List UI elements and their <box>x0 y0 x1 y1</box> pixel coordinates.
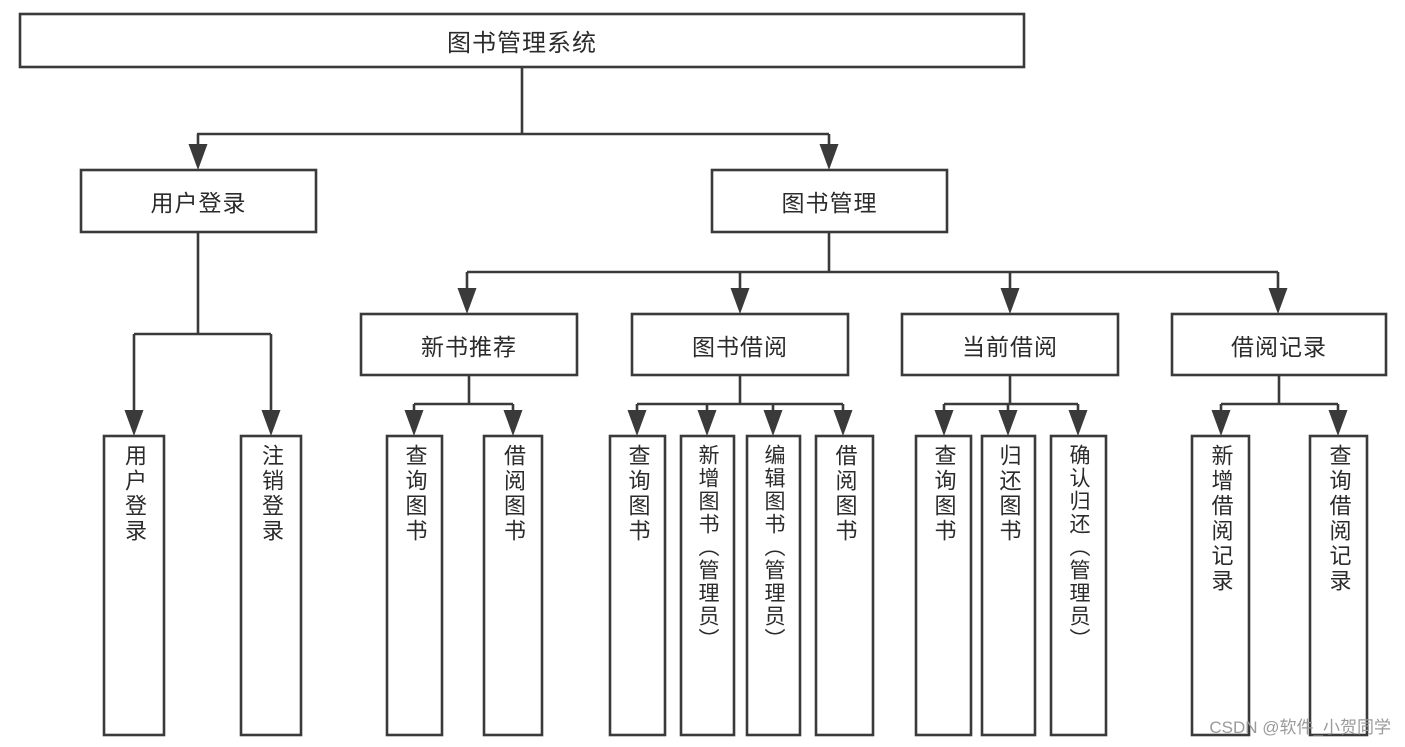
arrow-to-leaf-borrow-book-1 <box>503 410 523 436</box>
arrowheads-layer <box>124 144 1348 436</box>
node-box-leaf_query_record[interactable] <box>1308 434 1369 737</box>
node-box-user_login[interactable] <box>79 168 318 234</box>
node-box-leaf_query_book_1[interactable] <box>385 434 444 737</box>
arrow-to-user-login <box>188 144 208 170</box>
node-box-leaf_return_book[interactable] <box>980 434 1037 737</box>
arrow-to-leaf-add-record <box>1211 410 1231 436</box>
borrow-record-split-bar <box>1221 375 1338 406</box>
node-box-leaf_confirm_return[interactable] <box>1049 434 1108 737</box>
arrow-to-leaf-query-record <box>1328 410 1348 436</box>
node-boxes-layer <box>18 12 1388 737</box>
node-box-leaf_query_book_2[interactable] <box>608 434 667 737</box>
node-box-root[interactable] <box>18 12 1026 69</box>
arrow-to-leaf-confirm-return <box>1068 410 1088 436</box>
arrow-to-leaf-edit-book <box>763 410 783 436</box>
arrow-to-current-borrow <box>1000 288 1020 314</box>
node-box-book_borrow[interactable] <box>630 312 850 377</box>
arrow-to-leaf-add-book <box>697 410 717 436</box>
arrow-to-leaf-logout <box>261 410 281 436</box>
root-split-bar <box>197 67 829 136</box>
arrow-to-leaf-query-book-1 <box>404 410 424 436</box>
node-box-leaf_logout[interactable] <box>239 434 303 737</box>
arrow-to-borrow-record <box>1268 288 1288 314</box>
arrow-to-book-borrow <box>730 288 750 314</box>
arrow-to-leaf-query-book-3 <box>934 410 954 436</box>
node-box-new_book_rec[interactable] <box>359 312 579 377</box>
node-box-leaf_user_login[interactable] <box>102 434 166 737</box>
new-book-split-bar <box>414 375 513 406</box>
arrow-to-leaf-borrow-book-2 <box>833 410 853 436</box>
node-box-leaf_add_book[interactable] <box>679 434 736 737</box>
node-box-leaf_borrow_book_1[interactable] <box>482 434 544 737</box>
node-box-current_borrow[interactable] <box>900 312 1120 377</box>
node-box-leaf_edit_book[interactable] <box>745 434 802 737</box>
user-login-split-bar <box>134 232 271 336</box>
node-box-leaf_borrow_book_2[interactable] <box>814 434 875 737</box>
arrow-to-new-book-rec <box>457 288 477 314</box>
arrow-to-book-manage <box>819 144 839 170</box>
current-borrow-split-bar <box>944 375 1078 406</box>
node-box-leaf_add_record[interactable] <box>1190 434 1251 737</box>
book-manage-split-bar <box>467 232 1278 274</box>
node-box-book_manage[interactable] <box>710 168 949 234</box>
node-box-borrow_record[interactable] <box>1170 312 1388 377</box>
node-box-leaf_query_book_3[interactable] <box>914 434 973 737</box>
book-borrow-split-bar <box>637 375 843 406</box>
arrow-to-leaf-user-login <box>124 410 144 436</box>
arrow-to-leaf-query-book-2 <box>627 410 647 436</box>
arrow-to-leaf-return-book <box>998 410 1018 436</box>
